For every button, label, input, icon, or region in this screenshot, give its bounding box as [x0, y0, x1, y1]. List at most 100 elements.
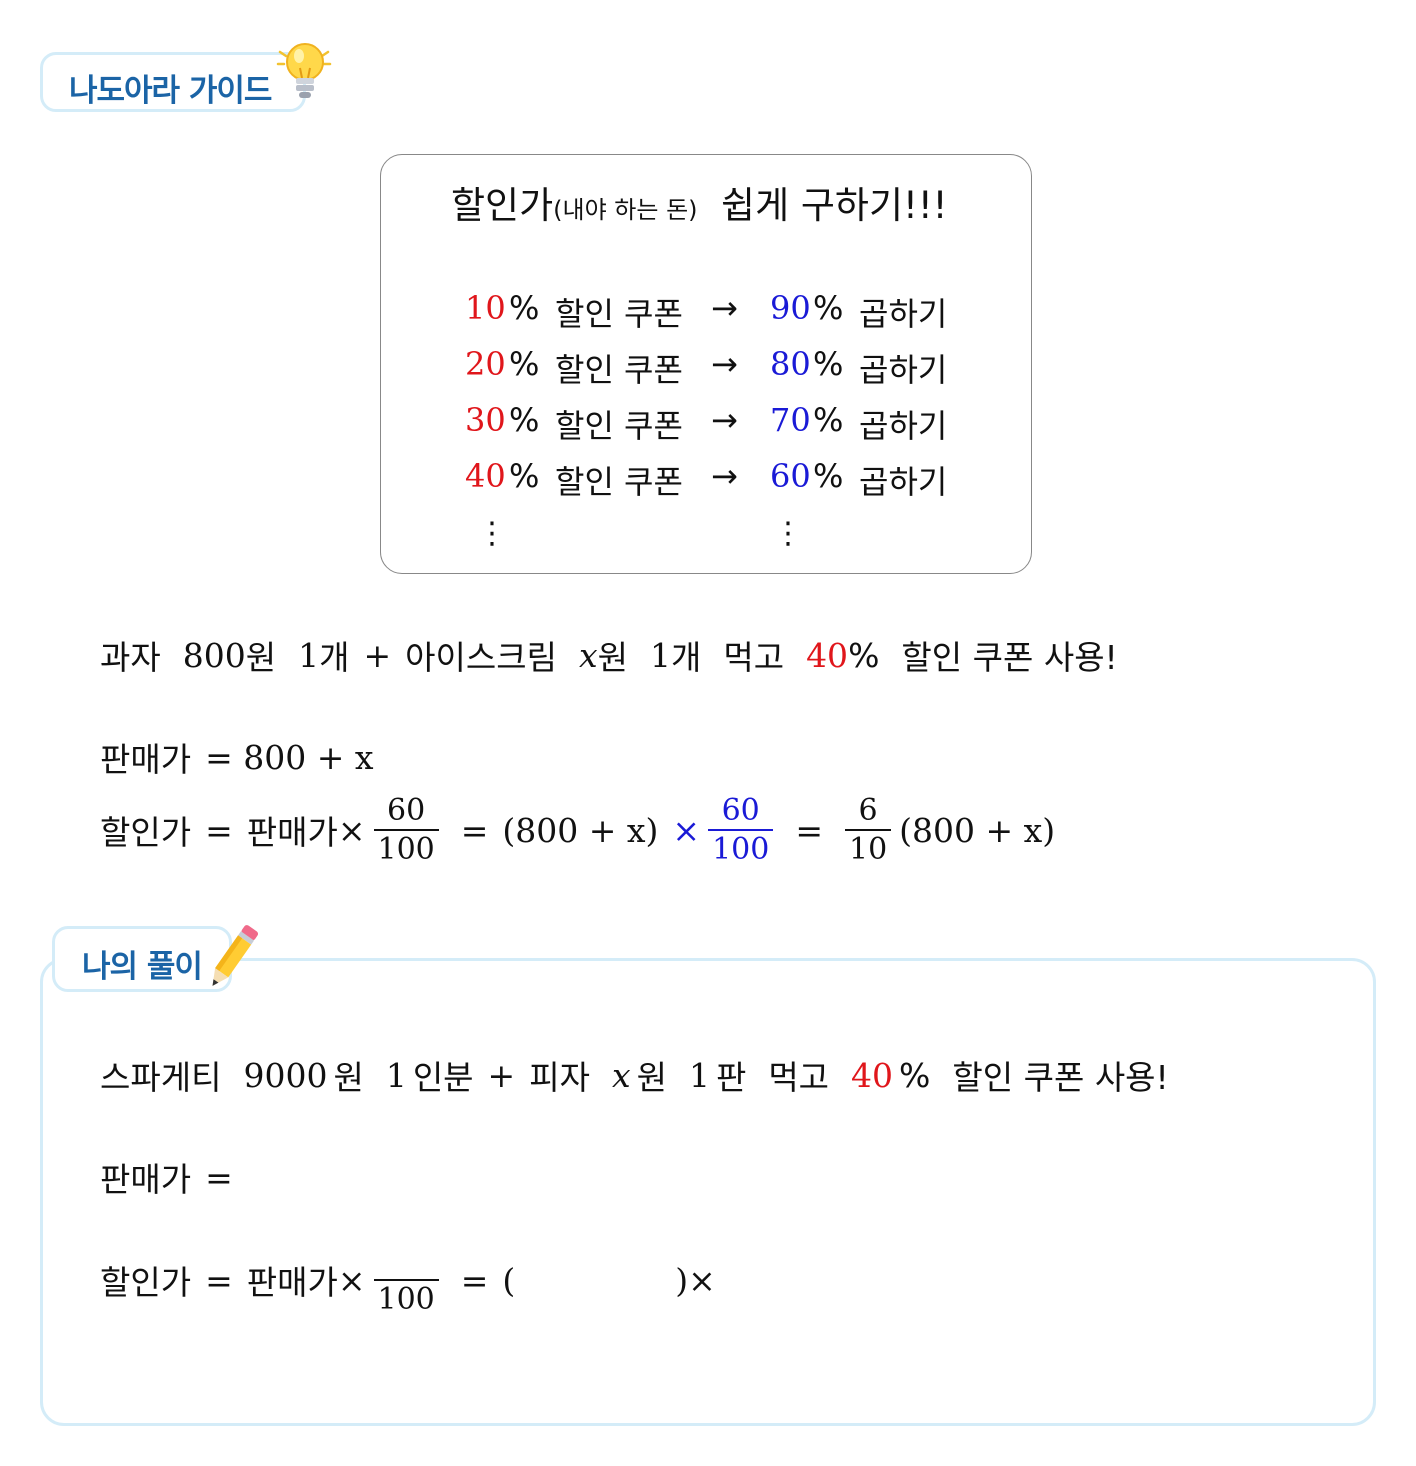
percent-sign: %: [509, 345, 540, 383]
solution-tab: 나의 풀이: [52, 926, 232, 992]
count-unit: 개: [670, 638, 702, 677]
solution-box: [40, 958, 1376, 1426]
coupon-use-text: 할인 쿠폰 사용!: [901, 638, 1118, 677]
coupon-text: 할인 쿠폰: [555, 407, 683, 445]
close-paren: ): [675, 1260, 689, 1300]
percent-sign: %: [813, 289, 844, 327]
food2-text: 피자: [529, 1058, 590, 1097]
equals-sign: =: [460, 1260, 489, 1300]
tip-title-rest: 쉽게 구하기!!!: [721, 184, 948, 227]
discount-price-label: 할인가: [100, 1263, 192, 1302]
open-paren: (: [502, 1260, 516, 1300]
solution-discount-price: 할인가 = 판매가 × 100 = ( ) ×: [100, 1240, 716, 1320]
solution-label: 나의 풀이: [82, 949, 203, 985]
arrow-icon: →: [711, 457, 738, 495]
eat-text: 먹고: [768, 1058, 830, 1097]
multiply-text: 곱하기: [859, 351, 948, 389]
discount-value: 10: [465, 289, 506, 327]
sale-price-expr: = 800 + x: [205, 737, 374, 777]
one-number: 1: [649, 635, 671, 675]
won-text: 원: [245, 638, 277, 677]
discount-price-label: 할인가: [100, 813, 192, 852]
discount-value: 40: [465, 457, 506, 495]
times-sign: ×: [688, 1260, 716, 1300]
percent-sign: %: [813, 457, 844, 495]
multiply-text: 곱하기: [859, 295, 948, 333]
tip-title: 할인가(내야 하는 돈) 쉽게 구하기!!!: [451, 175, 948, 229]
times-sign: ×: [672, 810, 701, 850]
times-sign: ×: [337, 810, 366, 850]
coupon-text: 할인 쿠폰: [555, 295, 683, 333]
price1-value: 9000: [243, 1055, 328, 1095]
one-number: 1: [688, 1055, 710, 1095]
percent-sign: %: [509, 401, 540, 439]
count-unit: 개: [319, 638, 350, 677]
equals-sign: =: [460, 810, 489, 850]
fraction-60-100-blue: 60 100: [708, 794, 774, 866]
example-sale-price: 판매가 = 800 + x: [100, 734, 373, 780]
unit1-text: 인분: [412, 1058, 474, 1097]
paren-expr: (800 + x): [502, 810, 659, 850]
x-variable: x: [611, 1055, 631, 1095]
percent-sign: %: [899, 1055, 931, 1095]
pay-value: 60: [770, 457, 811, 495]
food1-text: 스파게티: [100, 1058, 222, 1097]
vdots-right: ⋮: [773, 516, 803, 551]
one-number: 1: [298, 635, 320, 675]
snack-text: 과자: [100, 638, 161, 677]
plus-sign: +: [363, 635, 392, 675]
won-text: 원: [636, 1058, 667, 1097]
coupon-text: 할인 쿠폰: [555, 351, 683, 389]
fraction-6-10: 6 10: [844, 794, 892, 866]
sale-price-label: 판매가: [100, 1160, 192, 1199]
tip-title-main: 할인가: [451, 184, 554, 227]
arrow-icon: →: [711, 401, 738, 439]
times-sign: ×: [337, 1260, 366, 1300]
one-number: 1: [385, 1055, 407, 1095]
discount-value: 20: [465, 345, 506, 383]
equals-sign: =: [205, 810, 233, 850]
x-variable: x: [578, 635, 598, 675]
pay-value: 80: [770, 345, 811, 383]
multiply-text: 곱하기: [859, 463, 948, 501]
tip-box: 할인가(내야 하는 돈) 쉽게 구하기!!! 10 % 할인 쿠폰 → 90 %…: [380, 154, 1032, 574]
guide-tab: 나도아라 가이드: [40, 52, 306, 112]
percent-sign: %: [848, 635, 880, 675]
pay-value: 90: [770, 289, 811, 327]
pay-value: 70: [770, 401, 811, 439]
solution-sale-price: 판매가 =: [100, 1154, 233, 1200]
won-text: 원: [597, 638, 628, 677]
discount-value: 40: [851, 1055, 894, 1095]
percent-sign: %: [509, 457, 540, 495]
plus-sign: +: [487, 1055, 516, 1095]
final-expr: (800 + x): [899, 810, 1056, 850]
equals-sign: =: [205, 1260, 233, 1300]
coupon-text: 할인 쿠폰: [555, 463, 683, 501]
vdots-left: ⋮: [477, 516, 507, 551]
coupon-use-text: 할인 쿠폰 사용!: [952, 1058, 1169, 1097]
arrow-icon: →: [711, 289, 738, 327]
solution-problem: 스파게티 9000 원 1 인분 + 피자 x 원 1 판 먹고 40 % 할인…: [100, 1052, 1169, 1098]
fraction-blank-100: 100: [373, 1244, 439, 1316]
lightbulb-icon: [276, 43, 332, 98]
equals-sign: =: [795, 810, 823, 850]
pencil-icon: [212, 925, 259, 986]
unit2-text: 판: [715, 1058, 747, 1097]
guide-label: 나도아라 가이드: [69, 73, 272, 109]
tip-title-paren: (내야 하는 돈): [553, 196, 698, 224]
example-problem: 과자 800 원 1 개 + 아이스크림 x 원 1 개 먹고 40 % 할인 …: [100, 632, 1118, 678]
eat-text: 먹고: [723, 638, 785, 677]
discount-value: 40: [806, 635, 849, 675]
fraction-60-100: 60 100: [373, 794, 439, 866]
icecream-text: 아이스크림: [405, 638, 557, 677]
snack-price: 800: [182, 635, 246, 675]
multiply-text: 곱하기: [859, 407, 948, 445]
sale-price-label: 판매가: [246, 813, 338, 852]
equals-sign: =: [205, 1157, 233, 1197]
discount-value: 30: [465, 401, 506, 439]
won-text: 원: [333, 1058, 364, 1097]
arrow-icon: →: [711, 345, 738, 383]
percent-sign: %: [509, 289, 540, 327]
sale-price-label: 판매가: [100, 740, 192, 779]
percent-sign: %: [813, 401, 844, 439]
